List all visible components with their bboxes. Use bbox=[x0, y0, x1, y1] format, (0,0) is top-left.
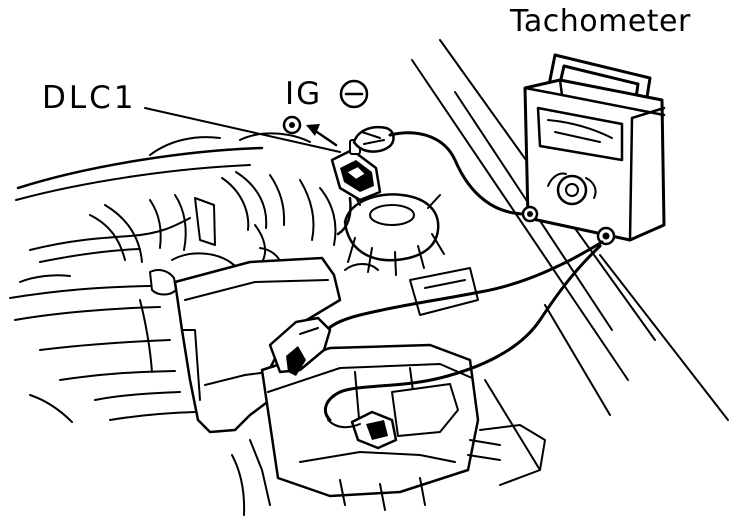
tachometer-label: Tachometer bbox=[510, 4, 691, 39]
battery-clip-positive bbox=[268, 316, 332, 376]
tachometer-meter bbox=[521, 53, 666, 246]
air-cleaner-box bbox=[149, 256, 342, 434]
dlc1-connector bbox=[330, 139, 382, 236]
signal-wire bbox=[388, 131, 530, 216]
test-clip bbox=[352, 125, 395, 153]
power-wire-2 bbox=[323, 244, 602, 422]
dlc1-leader-line bbox=[144, 107, 341, 153]
ig-terminal bbox=[282, 115, 338, 147]
circled-minus-icon bbox=[339, 79, 369, 109]
dlc1-label: DLC1 bbox=[42, 80, 137, 116]
battery-clip-negative bbox=[327, 410, 398, 450]
ig-label: IG bbox=[285, 76, 323, 112]
power-wire-1 bbox=[320, 240, 604, 338]
